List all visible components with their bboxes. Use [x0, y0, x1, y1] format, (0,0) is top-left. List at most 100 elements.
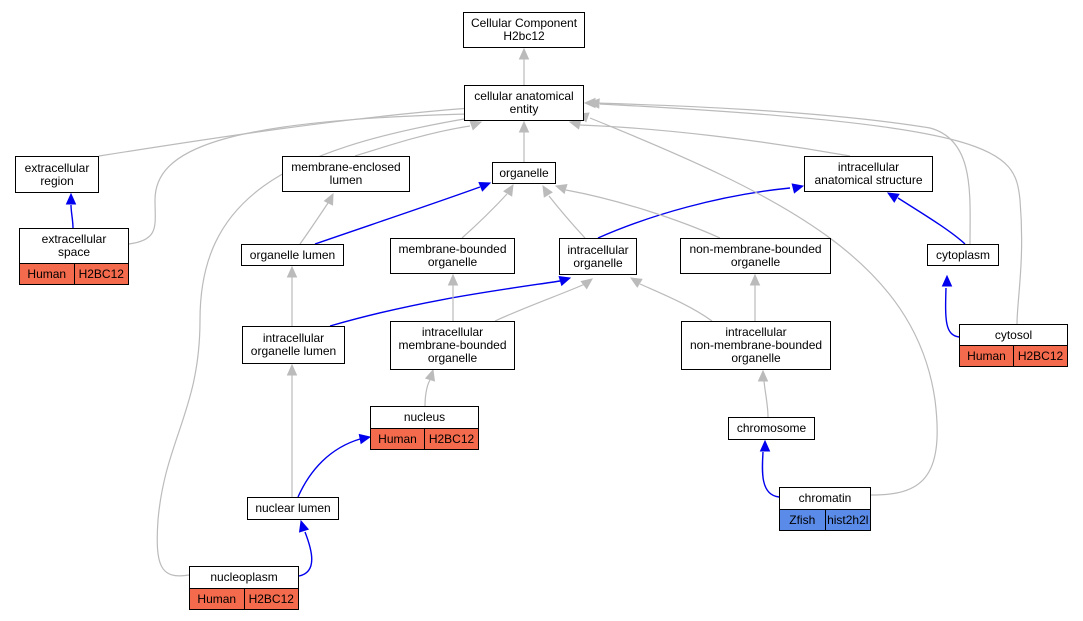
edge-cytosol-to-cae: [587, 98, 1023, 325]
term-node-orgl[interactable]: organelle lumen: [241, 244, 344, 266]
term-label-line: extracellular: [41, 232, 107, 246]
edge-imbo-to-io: [494, 278, 593, 322]
term-label-line: intracellular: [421, 325, 484, 339]
term-label-line: membrane-enclosed: [291, 160, 401, 174]
edge-chrom-to-inmbo: [757, 369, 769, 418]
species-tag[interactable]: Zfish: [780, 510, 825, 530]
term-node-org[interactable]: organelle: [492, 162, 556, 184]
term-label-line: intracellular: [567, 242, 629, 257]
edge-nl-to-nuc: [297, 433, 372, 498]
term-label: chromosome: [729, 418, 814, 439]
gene-tag[interactable]: H2BC12: [243, 589, 298, 609]
term-label-line: cellular anatomical: [474, 89, 574, 103]
gene-tag[interactable]: H2BC12: [1013, 346, 1067, 366]
term-label: nucleus: [371, 407, 478, 428]
term-label-line: nucleoplasm: [210, 570, 278, 584]
term-label-line: organelle: [573, 255, 623, 270]
term-label-line: nucleus: [403, 410, 446, 424]
edge-chromatin-to-chrom: [759, 439, 780, 498]
term-node-cyto[interactable]: cytoplasm: [927, 244, 999, 266]
term-label-line: intracellular: [262, 331, 325, 345]
edge-np-to-nl: [298, 519, 313, 577]
term-label-line: organelle lumen: [249, 247, 336, 262]
edge-ecr-to-cae: [98, 102, 483, 157]
edge-imbo-to-mbo: [447, 273, 459, 321]
edge-nuc-to-imbo: [424, 368, 436, 407]
edge-io-to-org: [542, 184, 586, 239]
edge-ecs-to-ecr: [65, 192, 77, 229]
species-tag[interactable]: Human: [960, 346, 1013, 366]
term-label-line: membrane-bounded: [398, 338, 507, 352]
term-label-line: non-membrane-bounded: [689, 338, 823, 352]
gene-tag[interactable]: H2BC12: [73, 264, 128, 284]
term-label: organelle: [493, 163, 555, 183]
edge-inmbo-to-nmbo: [749, 273, 761, 321]
term-label: nucleoplasm: [190, 567, 298, 588]
gene-tag[interactable]: hist2h2l: [824, 510, 870, 530]
term-label: cytosol: [960, 325, 1067, 345]
gene-tag[interactable]: H2BC12: [424, 429, 478, 449]
species-tag[interactable]: Human: [371, 429, 424, 449]
term-label: nuclear lumen: [248, 498, 338, 519]
species-tag[interactable]: Human: [190, 589, 244, 609]
term-label-line: organelle lumen: [250, 344, 337, 358]
edge-ias-to-cae: [568, 119, 851, 157]
term-label-line: lumen: [329, 173, 363, 187]
term-label-line: cytoplasm: [935, 247, 991, 262]
edge-mbo-to-org: [461, 183, 514, 239]
term-label-line: region: [40, 173, 74, 188]
edge-io-to-ias: [597, 183, 805, 239]
term-label: cytoplasm: [928, 245, 998, 265]
term-label-line: Cellular Component: [470, 16, 578, 30]
edge-nmbo-to-org: [554, 183, 721, 239]
edge-iol-to-io: [329, 275, 572, 327]
term-label-line: organelle: [731, 351, 781, 365]
term-node-nl[interactable]: nuclear lumen: [247, 497, 339, 520]
species-tag[interactable]: Human: [20, 264, 74, 284]
term-label-line: cytosol: [994, 327, 1033, 342]
term-label-line: organelle: [427, 255, 478, 269]
edge-org-to-cae: [518, 120, 530, 162]
term-label-line: organelle: [730, 255, 781, 269]
term-node-chrom[interactable]: chromosome: [728, 417, 815, 440]
term-label-line: space: [57, 245, 91, 259]
edge-mel-to-cae: [354, 120, 483, 157]
term-label-line: H2bc12: [503, 29, 545, 43]
edge-cytosol-to-cyto: [941, 274, 960, 338]
term-label-line: chromatin: [798, 491, 852, 505]
edge-iol-to-orgl: [286, 265, 298, 326]
edge-orgl-to-org: [314, 182, 492, 245]
term-label-line: non-membrane-bounded: [689, 242, 822, 256]
edge-inmbo-to-io: [629, 277, 713, 322]
term-label: chromatin: [780, 488, 870, 509]
